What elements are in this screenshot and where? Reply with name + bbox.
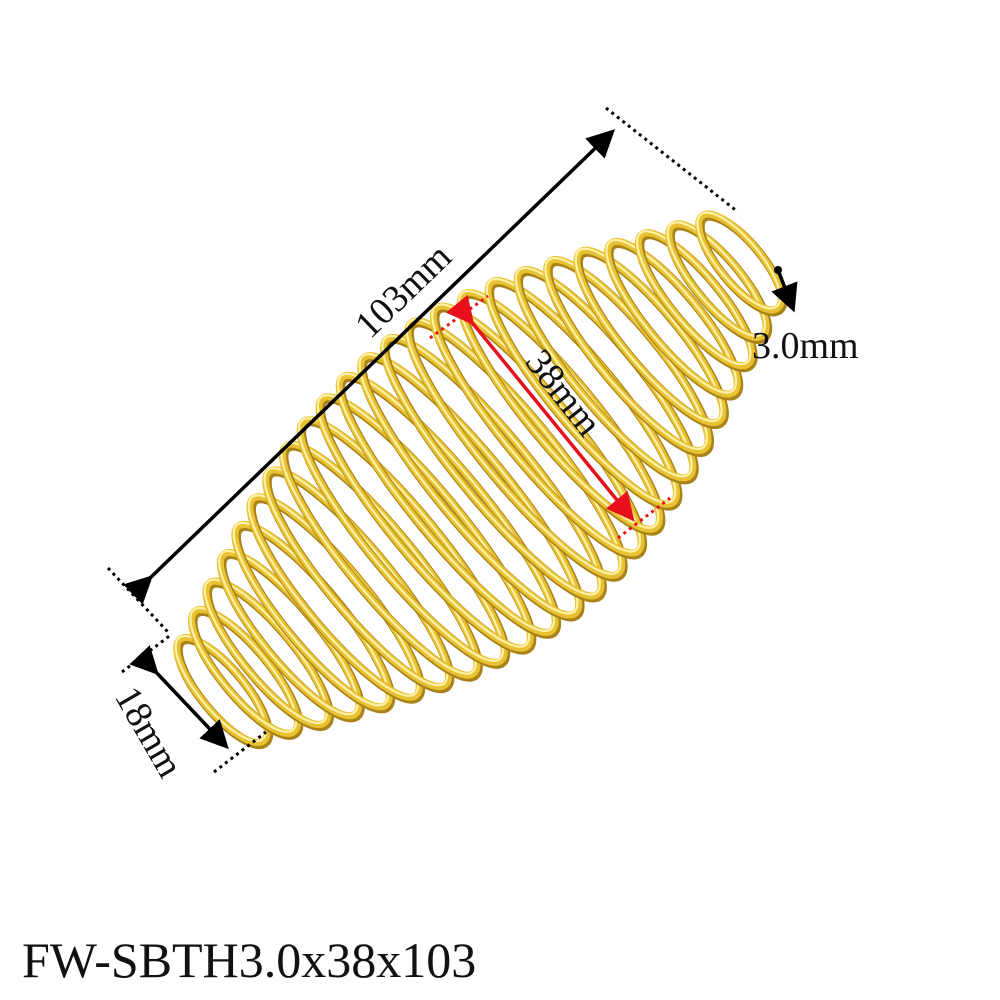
spring-coil	[381, 334, 601, 596]
spring-coil	[636, 230, 752, 366]
diameter-arrow	[445, 294, 635, 522]
product-code: FW-SBTH3.0x38x103	[22, 932, 477, 988]
end-diameter-arrow	[129, 645, 229, 750]
end-guide-top	[121, 632, 173, 674]
length-guide-left	[106, 566, 170, 634]
spring-coil	[380, 333, 605, 600]
wire-label: 3.0mm	[752, 325, 859, 367]
gold-spring-bead-cage	[173, 210, 788, 750]
wire-arrow	[771, 269, 798, 313]
spring-coil	[380, 334, 607, 603]
length-guide-right	[605, 106, 739, 214]
length-arrow	[123, 129, 616, 605]
spring-coil	[666, 221, 767, 337]
wire-dimension: 3.0mm	[752, 266, 859, 367]
